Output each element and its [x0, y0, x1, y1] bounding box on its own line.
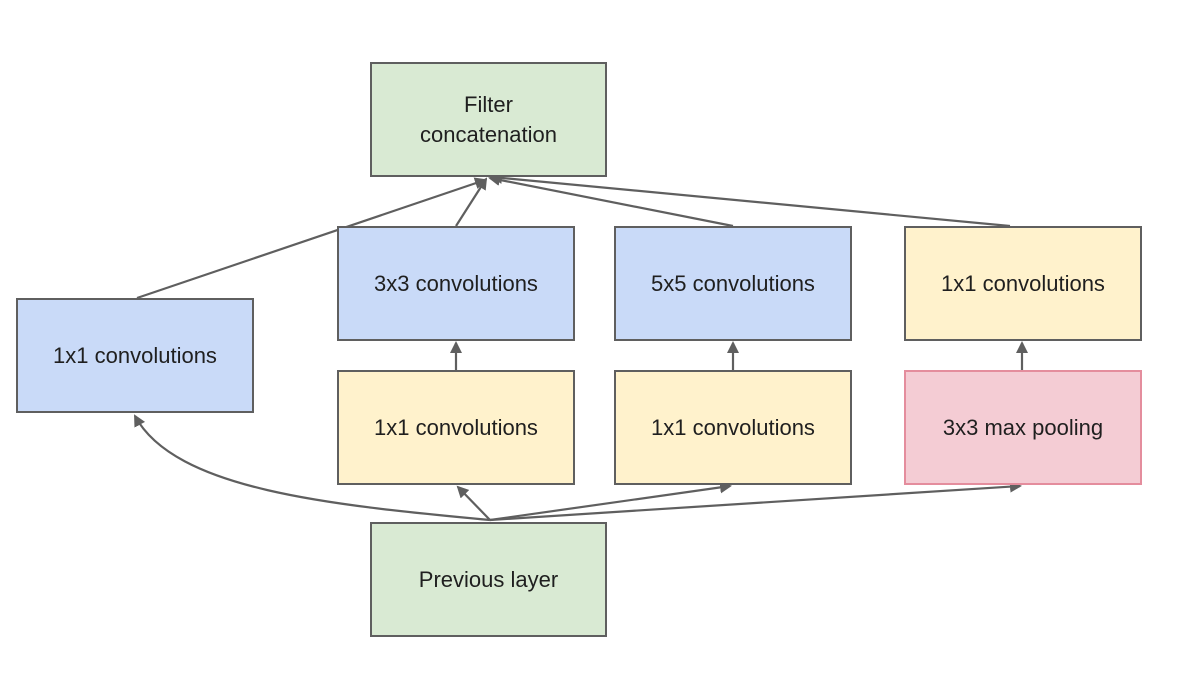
conv1x1-after-pool-label: 1x1 convolutions	[941, 270, 1105, 296]
maxpool3x3-label: 3x3 max pooling	[942, 414, 1104, 440]
conv1x1-before-3x3-label: 1x1 convolutions	[374, 414, 538, 440]
conv1x1-before-5x5-label: 1x1 convolutions	[651, 414, 815, 440]
conv1x1-before-5x5-box: 1x1 convolutions	[614, 370, 852, 485]
conv1x1-before-3x3-box: 1x1 convolutions	[337, 370, 575, 485]
edge-previous-layer-to-conv1x1-before-3x3	[456, 485, 491, 521]
conv5x5-label: 5x5 convolutions	[651, 270, 815, 296]
edge-previous-layer-to-conv1x1-before-5x5	[489, 481, 732, 522]
conv5x5-box: 5x5 convolutions	[614, 226, 852, 341]
edge-previous-layer-to-maxpool3x3	[489, 480, 1022, 522]
maxpool3x3-box: 3x3 max pooling	[904, 370, 1142, 485]
edge-conv5x5-to-filter-concat	[488, 174, 734, 228]
edge-conv3x3-to-filter-concat	[455, 177, 488, 227]
conv1x1-after-pool-box: 1x1 convolutions	[904, 226, 1142, 341]
edge-previous-layer-to-conv1x1-left	[134, 414, 491, 522]
conv3x3-label: 3x3 convolutions	[374, 270, 538, 296]
filter-concatenation-label: Filter concatenation	[420, 91, 557, 147]
edge-conv1x1-left-to-filter-concat	[136, 177, 487, 300]
conv1x1-left-label: 1x1 convolutions	[53, 342, 217, 368]
filter-concatenation-box: Filter concatenation	[370, 62, 607, 177]
conv1x1-left-box: 1x1 convolutions	[16, 298, 254, 413]
edge-conv1x1-after-pool-to-filter-concat	[490, 171, 1011, 228]
conv3x3-box: 3x3 convolutions	[337, 226, 575, 341]
previous-layer-label: Previous layer	[418, 566, 559, 592]
previous-layer-box: Previous layer	[370, 522, 607, 637]
